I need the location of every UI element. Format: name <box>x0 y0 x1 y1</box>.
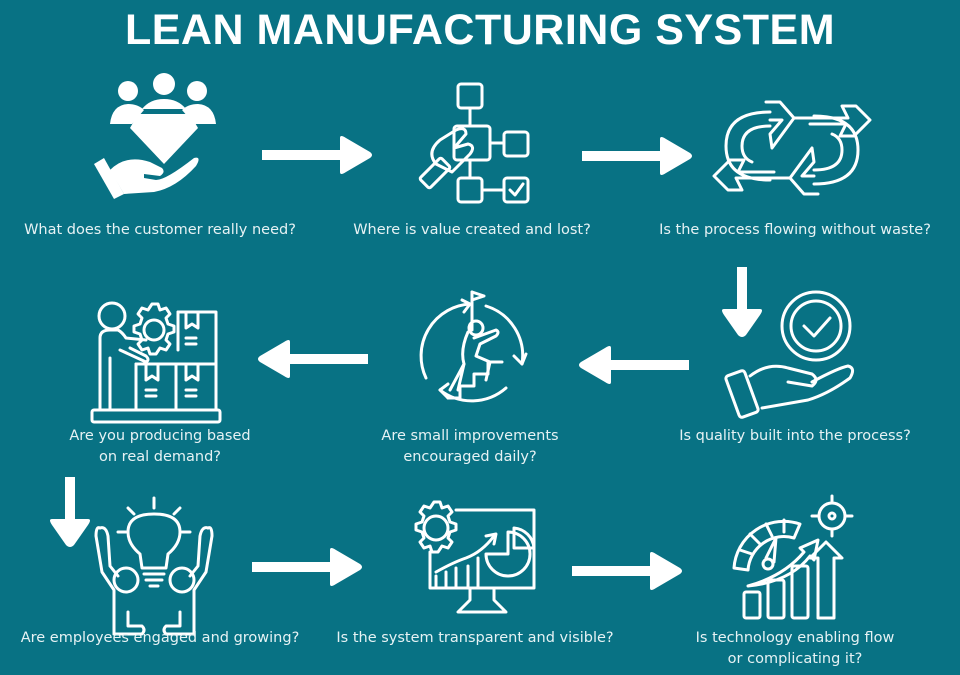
customer-value-diamond-hand-icon <box>94 73 216 199</box>
technology-performance-growth-icon <box>732 494 854 620</box>
step-caption-line: Is technology enabling flow <box>695 630 895 646</box>
step-caption: Is quality built into the process? <box>679 428 911 444</box>
arrow-right-icon <box>572 552 682 590</box>
page-title: LEAN MANUFACTURING SYSTEM <box>124 6 836 54</box>
step-caption-line: encouraged daily? <box>403 449 537 465</box>
kaizen-climbing-stairs-icon <box>419 290 528 403</box>
step-caption: Are employees engaged and growing? <box>20 630 300 646</box>
step-caption: Are small improvements encouraged daily? <box>330 426 610 468</box>
arrow-down-icon <box>722 267 762 337</box>
arrow-right-icon <box>582 137 692 175</box>
step-caption: Is the system transparent and visible? <box>336 630 614 646</box>
pull-production-worker-boxes-icon <box>90 301 222 424</box>
step-caption-line: or complicating it? <box>727 651 863 667</box>
arrow-down-icon <box>50 477 90 547</box>
step-caption: What does the customer really need? <box>24 222 296 238</box>
step-caption: Is the process flowing without waste? <box>659 222 931 238</box>
step-caption: Where is value created and lost? <box>353 222 591 238</box>
step-caption-line: Are you producing based <box>69 428 251 444</box>
step-caption: Are you producing based on real demand? <box>15 426 305 468</box>
value-stream-flowchart-hand-icon <box>418 82 530 204</box>
arrow-right-icon <box>262 136 372 174</box>
visual-management-monitor-icon <box>414 500 536 614</box>
engaged-employees-lightbulb-icon <box>94 496 214 636</box>
arrow-left-icon <box>258 340 368 378</box>
arrow-left-icon <box>579 346 689 384</box>
arrow-right-icon <box>252 548 362 586</box>
step-caption-line: on real demand? <box>99 449 221 465</box>
step-caption: Is technology enabling flow or complicat… <box>650 628 940 670</box>
continuous-flow-arrows-icon <box>712 100 872 196</box>
quality-check-hand-icon <box>724 290 855 419</box>
step-caption-line: Are small improvements <box>381 428 559 444</box>
